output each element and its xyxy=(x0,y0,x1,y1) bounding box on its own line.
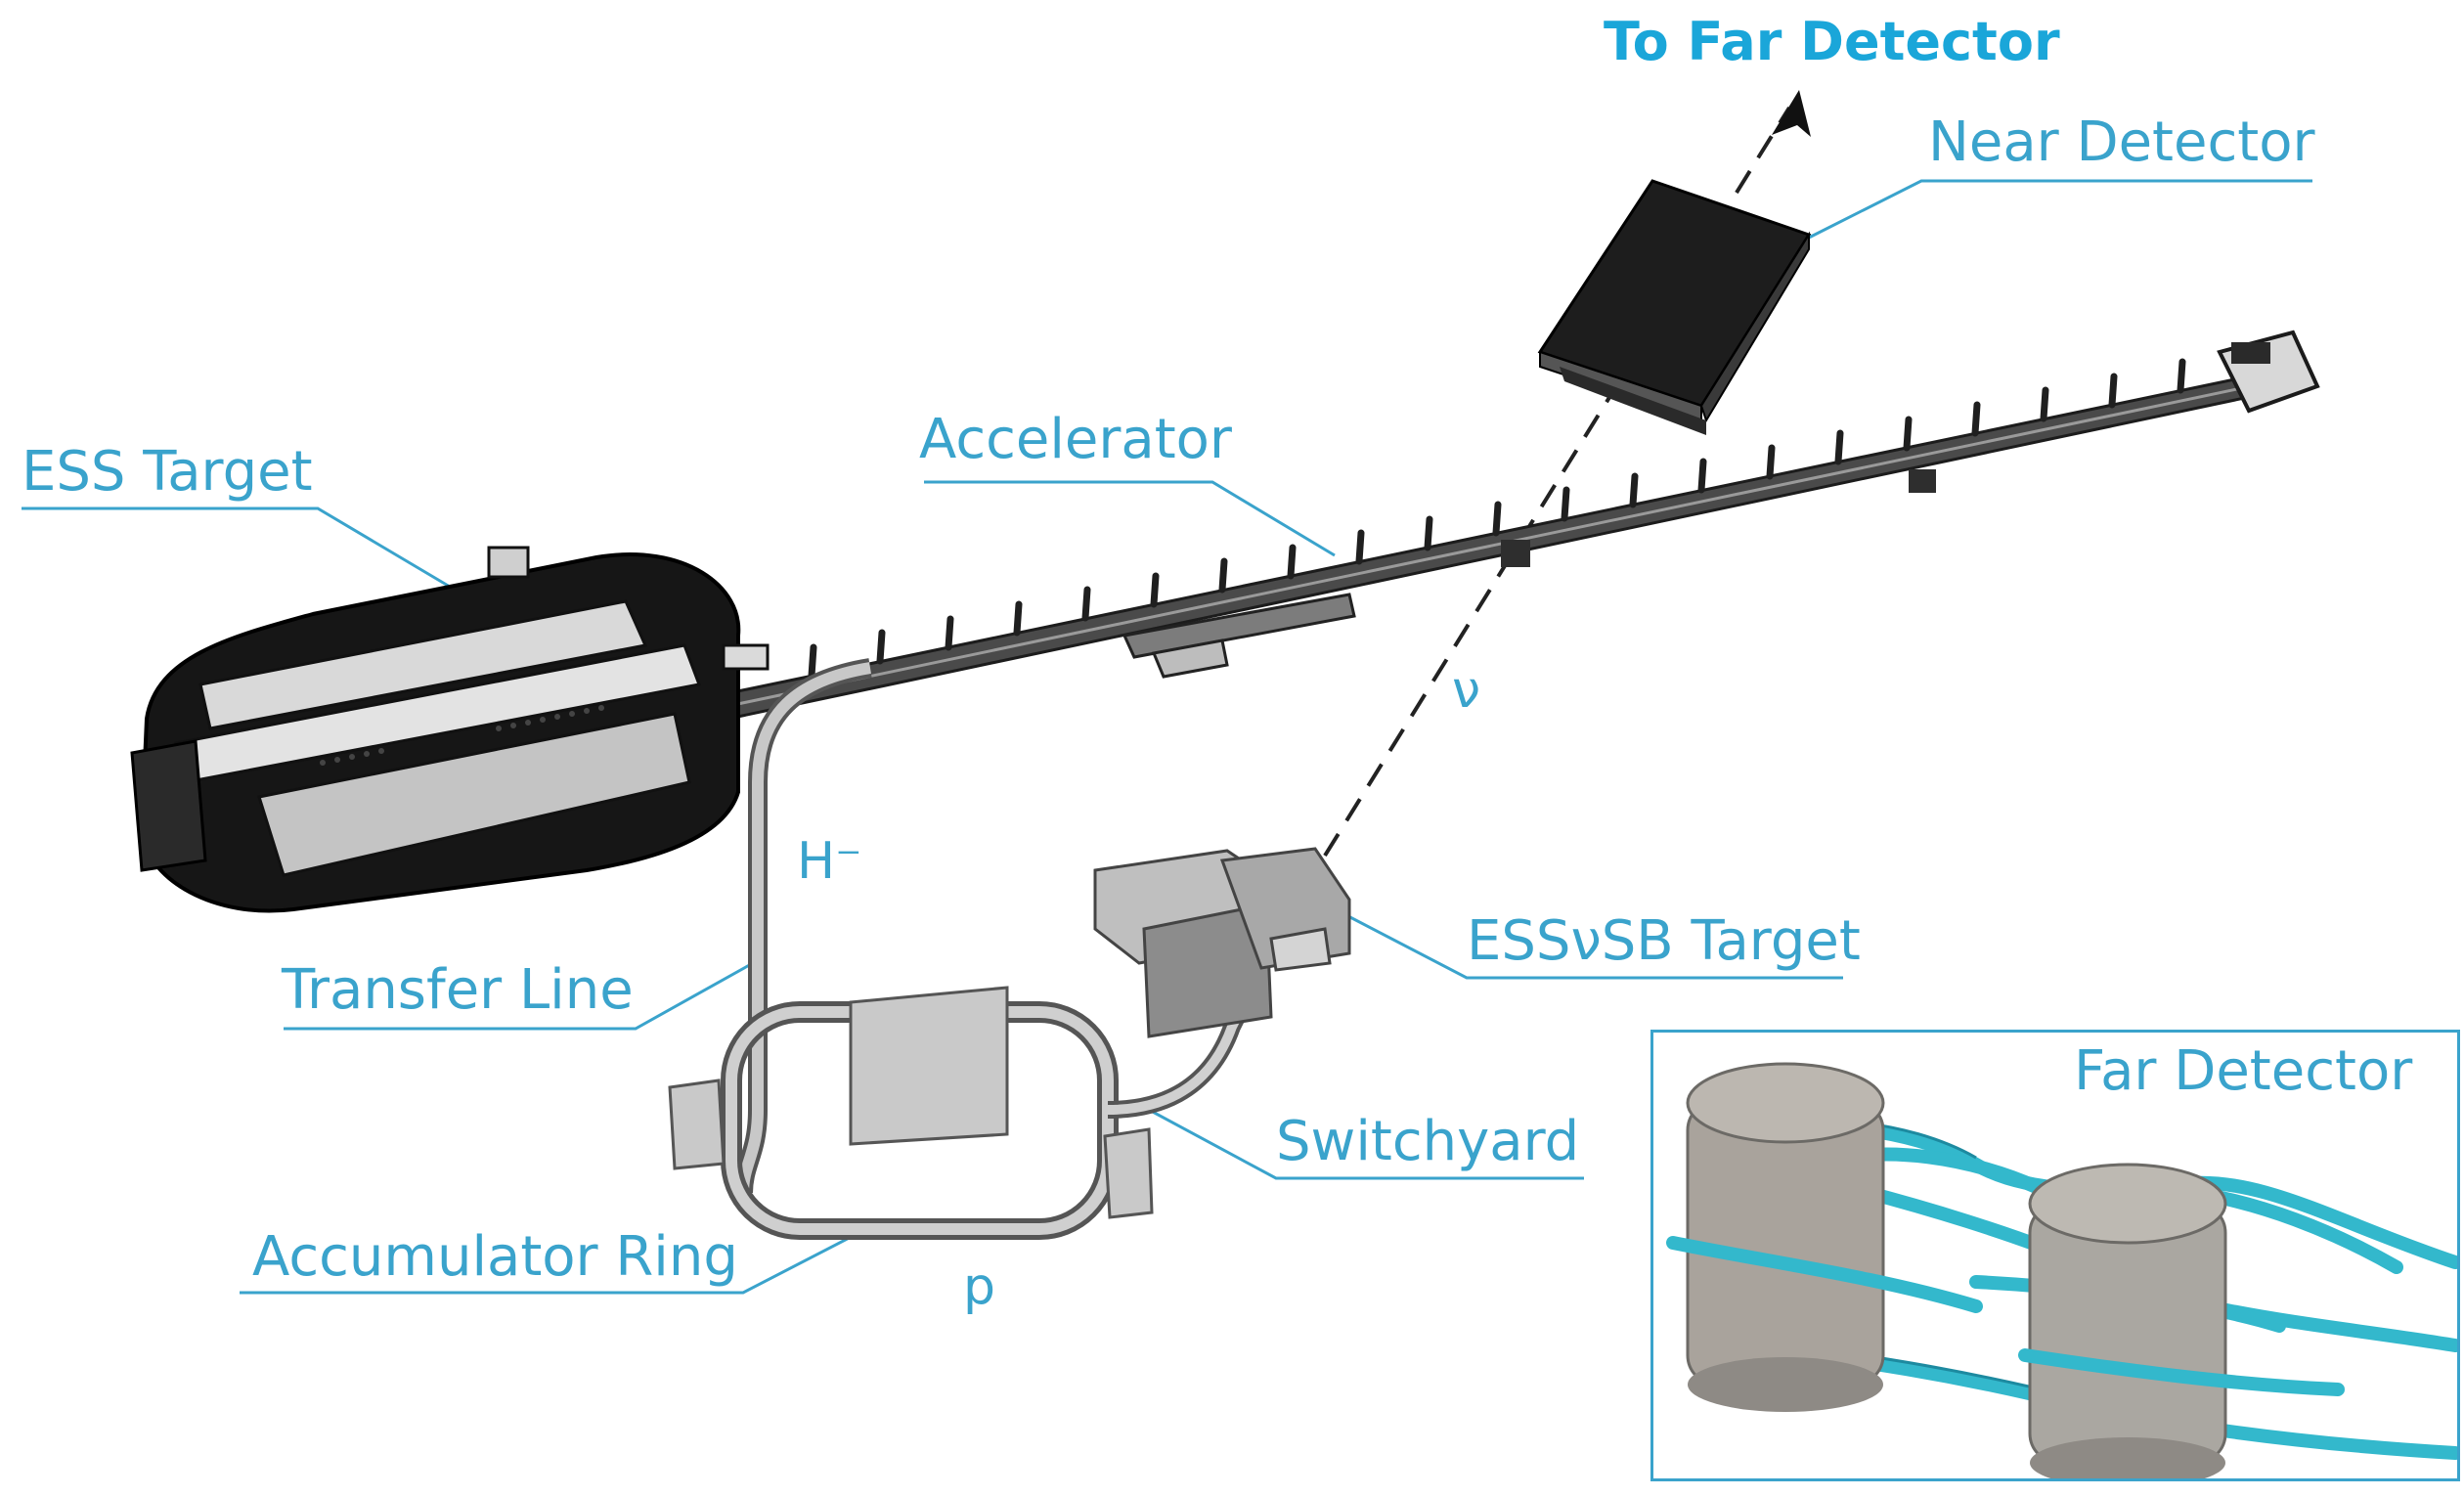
to-far-detector-label: To Far Detector xyxy=(1604,11,2060,72)
leader-accelerator xyxy=(924,480,1336,557)
near-detector-label: Near Detector xyxy=(1928,110,2315,174)
far-detector-cavern-left xyxy=(1686,1062,1885,1412)
far-detector-drawing xyxy=(1666,1062,2457,1478)
far-detector-label: Far Detector xyxy=(2074,1039,2413,1103)
transfer-line-label: Transfer Line xyxy=(282,958,634,1022)
leader-switchyard xyxy=(1148,1108,1584,1180)
switchyard-label: Switchyard xyxy=(1276,1110,1580,1173)
leader-accumulator-ring xyxy=(240,1230,861,1295)
accelerator-label: Accelerator xyxy=(919,408,1232,471)
leader-ess-target xyxy=(22,506,451,589)
proton-label: p xyxy=(963,1257,996,1316)
beam-arrowhead-icon xyxy=(1772,90,1811,137)
ess-target-label: ESS Target xyxy=(22,440,313,504)
near-detector-building xyxy=(1537,179,1812,435)
leader-lines xyxy=(22,179,2312,1295)
neutrino-symbol-label: ν xyxy=(1452,661,1481,720)
far-detector-cavern-right xyxy=(2028,1163,2227,1478)
switchyard-line xyxy=(1107,963,1270,1119)
essvsb-target-building xyxy=(1093,847,1351,1038)
leader-near-detector xyxy=(1808,179,2312,240)
leader-essvsb-target xyxy=(1343,912,1843,980)
far-detector-inset: Far Detector xyxy=(1650,1030,2460,1481)
accumulator-ring xyxy=(668,986,1154,1240)
accelerator-linac xyxy=(722,330,2320,721)
ess-target-building xyxy=(130,546,770,913)
leader-transfer-line xyxy=(284,961,754,1031)
h-minus-label: H⁻ xyxy=(797,832,862,891)
transfer-line xyxy=(733,658,872,1194)
accumulator-ring-label: Accumulator Ring xyxy=(252,1225,738,1289)
neutrino-beam xyxy=(1323,90,1811,858)
essvsb-target-label: ESSνSB Target xyxy=(1467,909,1861,973)
